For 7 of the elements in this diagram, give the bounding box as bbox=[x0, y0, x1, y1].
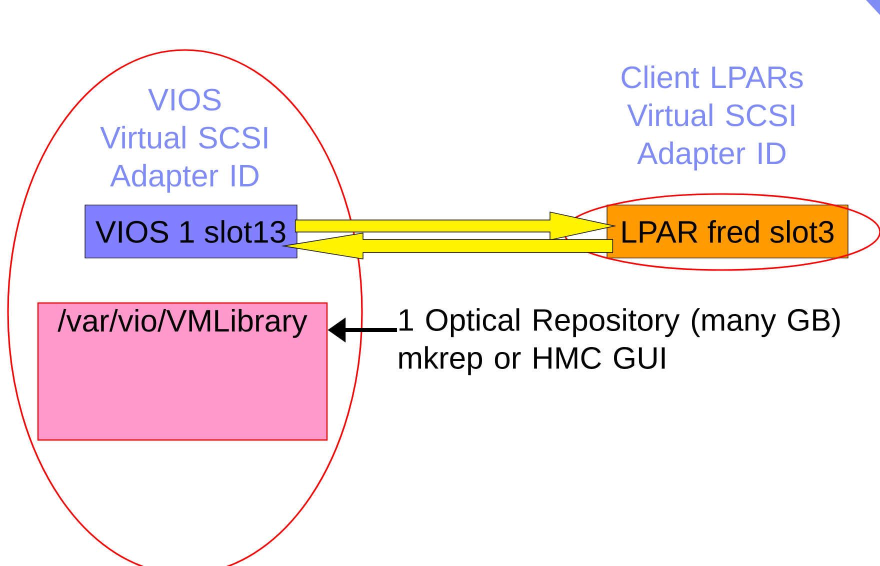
column-heading: Client LPARs Virtual SCSI Adapter ID bbox=[622, 66, 803, 170]
repository-note: 1 Optical Repository (many GB) mkrep or HMC GUI bbox=[399, 308, 840, 376]
library-box: /var/vio/VMLibrary bbox=[37, 302, 328, 441]
block-arrow bbox=[294, 212, 616, 240]
adapter-box: LPAR fred slot3 bbox=[606, 204, 848, 258]
adapter-box: VIOS 1 slot13 bbox=[84, 204, 298, 258]
block-arrow bbox=[281, 232, 614, 260]
